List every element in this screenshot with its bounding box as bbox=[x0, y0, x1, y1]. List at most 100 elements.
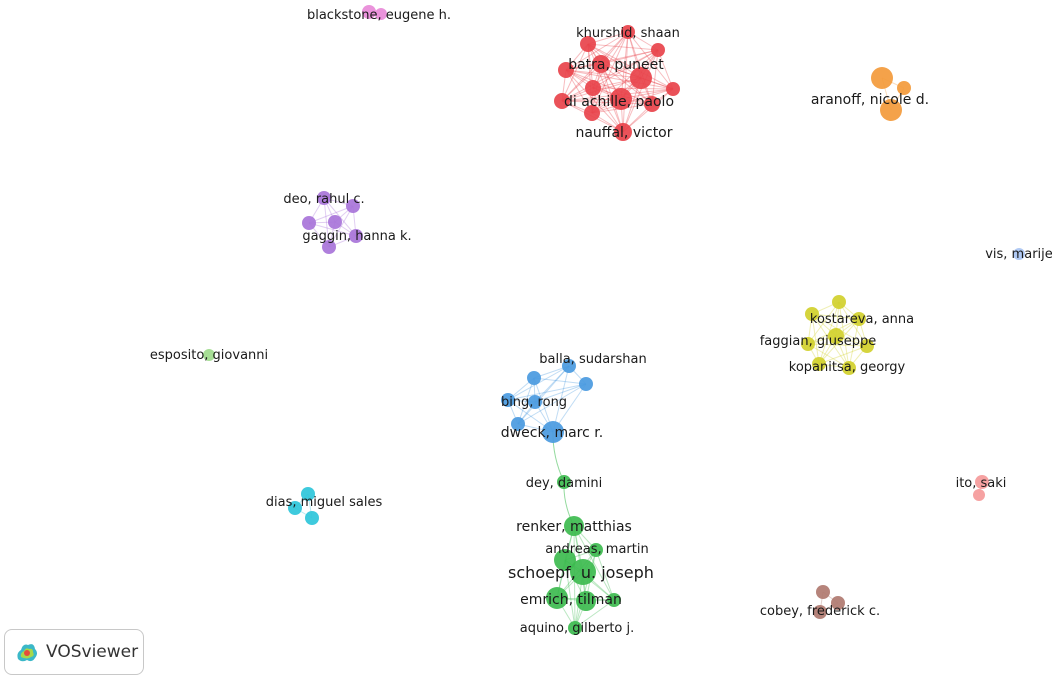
vosviewer-badge: VOSviewer bbox=[4, 629, 144, 675]
network-node-yellow[interactable] bbox=[828, 328, 844, 344]
network-node-cyan[interactable] bbox=[288, 501, 302, 515]
network-node-red[interactable] bbox=[585, 80, 601, 96]
network-node-purple[interactable] bbox=[328, 215, 342, 229]
node-label-kostareva-anna[interactable]: kostareva, anna bbox=[810, 312, 914, 327]
network-node-orange[interactable] bbox=[897, 81, 911, 95]
network-node-blue[interactable] bbox=[542, 421, 564, 443]
network-node-yellow[interactable] bbox=[860, 339, 874, 353]
network-edge-blue bbox=[517, 365, 570, 425]
node-label-dey-damini[interactable]: dey, damini bbox=[526, 476, 603, 491]
network-edge-green bbox=[574, 549, 597, 629]
network-node-green[interactable] bbox=[570, 559, 596, 585]
network-edge-yellow bbox=[838, 301, 850, 369]
network-node-brown[interactable] bbox=[831, 596, 845, 610]
network-node-green[interactable] bbox=[546, 587, 568, 609]
node-label-khurshid-shaan[interactable]: khurshid, shaan bbox=[576, 26, 680, 41]
network-node-brown[interactable] bbox=[813, 605, 827, 619]
network-node-blue[interactable] bbox=[562, 359, 576, 373]
network-node-salmon[interactable] bbox=[975, 475, 989, 489]
network-node-orange[interactable] bbox=[880, 99, 902, 121]
network-node-red[interactable] bbox=[651, 43, 665, 57]
network-node-yellow[interactable] bbox=[832, 295, 846, 309]
node-label-esposito-giovanni[interactable]: esposito, giovanni bbox=[150, 348, 268, 363]
network-node-green[interactable] bbox=[576, 591, 596, 611]
network-node-green[interactable] bbox=[554, 549, 576, 571]
network-node-red[interactable] bbox=[584, 105, 600, 121]
vosviewer-brand-text: VOSviewer bbox=[46, 642, 139, 662]
node-label-andreas-martin[interactable]: andreas, martin bbox=[545, 542, 648, 557]
network-edge-red bbox=[565, 69, 653, 105]
node-label-dias-miguel-sales[interactable]: dias, miguel sales bbox=[266, 495, 383, 510]
network-edge-blue bbox=[534, 365, 570, 403]
node-label-emrich-tilman[interactable]: emrich, tilman bbox=[520, 592, 622, 608]
node-label-nauffal-victor[interactable]: nauffal, victor bbox=[575, 125, 672, 141]
network-node-purple[interactable] bbox=[302, 216, 316, 230]
network-node-light-blue[interactable] bbox=[1013, 248, 1025, 260]
network-node-green[interactable] bbox=[564, 516, 584, 536]
network-edge-red bbox=[591, 31, 629, 114]
node-label-di-achille-paolo[interactable]: di achille, paolo bbox=[564, 94, 674, 110]
network-edge-red bbox=[587, 43, 659, 51]
node-label-bing-rong[interactable]: bing, rong bbox=[501, 395, 567, 410]
network-node-green[interactable] bbox=[589, 543, 603, 557]
network-node-purple[interactable] bbox=[349, 229, 363, 243]
network-node-salmon[interactable] bbox=[973, 489, 985, 501]
node-label-balla-sudarshan[interactable]: balla, sudarshan bbox=[539, 352, 646, 367]
network-node-red[interactable] bbox=[592, 55, 610, 73]
network-node-red[interactable] bbox=[580, 36, 596, 52]
node-label-aquino-gilberto-j[interactable]: aquino, gilberto j. bbox=[520, 621, 635, 636]
network-node-purple[interactable] bbox=[322, 240, 336, 254]
network-edge-red bbox=[587, 43, 653, 105]
network-node-orange[interactable] bbox=[871, 67, 893, 89]
network-node-red[interactable] bbox=[610, 88, 632, 110]
node-label-vis-marije[interactable]: vis, marije bbox=[985, 247, 1052, 262]
network-node-yellow[interactable] bbox=[801, 337, 815, 351]
network-node-red[interactable] bbox=[630, 67, 652, 89]
network-node-yellow[interactable] bbox=[812, 357, 826, 371]
network-edge-green bbox=[595, 549, 615, 601]
node-label-schoepf-u-joseph[interactable]: schoepf, u. joseph bbox=[508, 563, 654, 582]
network-node-yellow[interactable] bbox=[842, 361, 856, 375]
network-node-blue[interactable] bbox=[527, 371, 541, 385]
network-edge-red bbox=[591, 49, 659, 114]
network-node-blue[interactable] bbox=[501, 393, 515, 407]
network-node-blue[interactable] bbox=[528, 395, 542, 409]
network-node-red[interactable] bbox=[614, 123, 632, 141]
network-node-green[interactable] bbox=[557, 475, 571, 489]
node-label-cobey-frederick-c[interactable]: cobey, frederick c. bbox=[760, 604, 880, 619]
network-node-green[interactable] bbox=[568, 621, 582, 635]
node-label-gaggin-hanna-k[interactable]: gaggin, hanna k. bbox=[302, 229, 411, 244]
node-label-ito-saki[interactable]: ito, saki bbox=[956, 476, 1007, 491]
network-edge-blue bbox=[507, 383, 587, 401]
network-node-red[interactable] bbox=[621, 25, 635, 39]
node-label-aranoff-nicole-d[interactable]: aranoff, nicole d. bbox=[811, 92, 929, 108]
network-node-cyan[interactable] bbox=[305, 511, 319, 525]
node-label-renker-matthias[interactable]: renker, matthias bbox=[516, 519, 632, 535]
network-node-yellow[interactable] bbox=[805, 307, 819, 321]
network-node-purple[interactable] bbox=[317, 191, 331, 205]
node-label-kopanitsa-georgy[interactable]: kopanitsa, georgy bbox=[789, 360, 906, 375]
network-node-pink[interactable] bbox=[362, 5, 376, 19]
network-node-green[interactable] bbox=[607, 593, 621, 607]
network-node-red[interactable] bbox=[558, 62, 574, 78]
network-node-blue[interactable] bbox=[511, 417, 525, 431]
network-node-yellow[interactable] bbox=[852, 312, 866, 326]
network-node-red[interactable] bbox=[554, 93, 570, 109]
node-label-blackstone-eugene-h[interactable]: blackstone, eugene h. bbox=[307, 8, 451, 23]
network-edge-red bbox=[565, 31, 629, 71]
network-node-purple[interactable] bbox=[346, 199, 360, 213]
node-label-faggian-giuseppe[interactable]: faggian, giuseppe bbox=[760, 334, 877, 349]
network-node-cyan[interactable] bbox=[301, 487, 315, 501]
network-node-red[interactable] bbox=[666, 82, 680, 96]
node-label-deo-rahul-c[interactable]: deo, rahul c. bbox=[283, 192, 364, 207]
network-node-brown[interactable] bbox=[816, 585, 830, 599]
node-label-batra-puneet[interactable]: batra, puneet bbox=[568, 57, 664, 73]
network-node-light-green[interactable] bbox=[203, 349, 215, 361]
network-edge-yellow bbox=[807, 343, 850, 369]
network-edge-red bbox=[600, 49, 659, 65]
network-node-pink[interactable] bbox=[375, 8, 387, 20]
network-node-blue[interactable] bbox=[579, 377, 593, 391]
network-node-red[interactable] bbox=[644, 96, 660, 112]
node-label-dweck-marc-r[interactable]: dweck, marc r. bbox=[501, 425, 603, 441]
